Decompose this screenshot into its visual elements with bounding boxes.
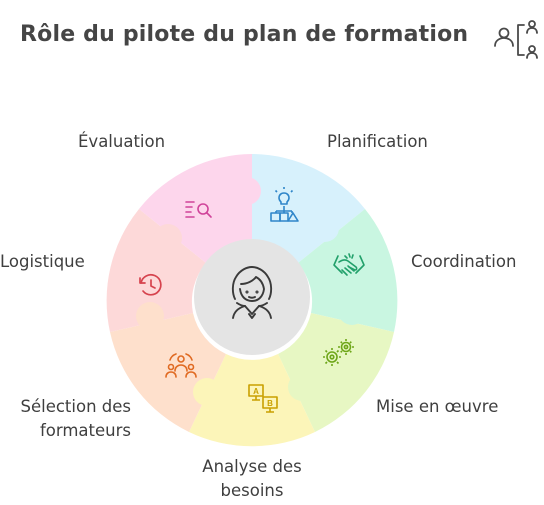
label-mise-en-oeuvre: Mise en œuvre — [376, 397, 499, 416]
svg-text:A: A — [253, 387, 259, 396]
search-list-icon — [185, 201, 212, 218]
flowchart-idea-icon — [270, 187, 299, 222]
segment-logistique — [106, 209, 206, 332]
label-selection-formateurs-line2: formateurs — [39, 421, 131, 440]
svg-text:B: B — [267, 399, 273, 408]
label-selection-formateurs-line1: Sélection des — [20, 397, 131, 416]
label-analyse-besoins: Analyse des besoins — [182, 455, 322, 503]
hierarchy-people-icon — [494, 20, 538, 59]
label-selection-formateurs: Sélection des formateurs — [0, 395, 131, 443]
gears-icon — [323, 339, 354, 366]
handshake-icon — [333, 253, 365, 276]
page-title: Rôle du pilote du plan de formation — [20, 22, 469, 47]
team-icon — [165, 353, 197, 378]
label-logistique: Logistique — [0, 252, 85, 271]
label-planification: Planification — [327, 132, 428, 151]
segment-planification — [252, 154, 365, 263]
label-analyse-besoins-line2: besoins — [220, 481, 284, 500]
label-evaluation: Évaluation — [78, 132, 166, 151]
pilot-woman-icon — [231, 266, 273, 319]
segment-mise-en-oeuvre — [278, 313, 394, 432]
ab-screens-icon: A B — [248, 384, 278, 413]
segment-evaluation — [139, 154, 252, 263]
history-clock-icon — [139, 273, 162, 296]
label-analyse-besoins-line1: Analyse des — [202, 457, 302, 476]
label-coordination: Coordination — [411, 252, 517, 271]
